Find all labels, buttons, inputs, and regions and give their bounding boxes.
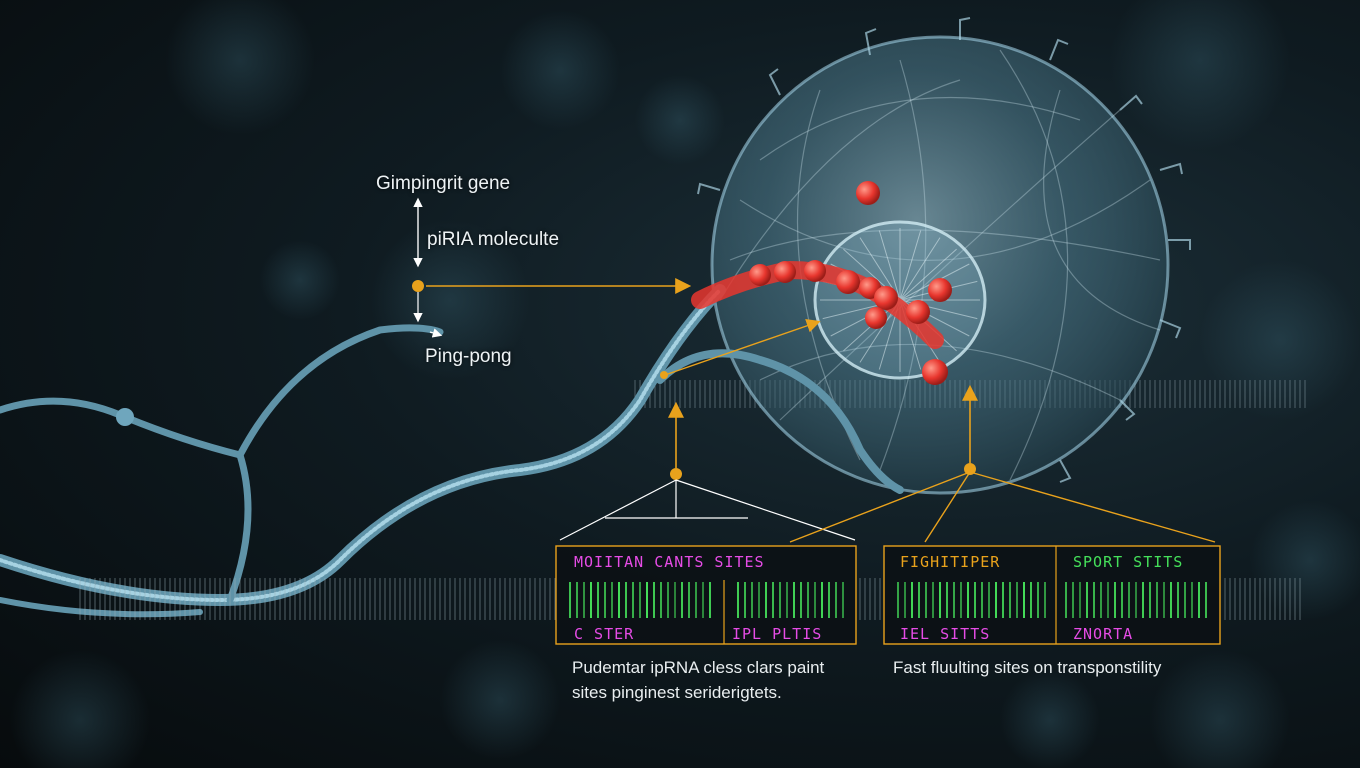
pirna-beads	[691, 181, 952, 385]
left-caption-line1: Pudemtar ipRNA cless clars paint	[572, 658, 825, 677]
pingpong-label: Ping-pong	[425, 346, 512, 367]
right-table-footer-left: IEL SITTS	[900, 625, 991, 643]
lower-barcode	[79, 578, 1301, 620]
right-table-footer-right: ZNORTA	[1073, 625, 1134, 643]
left-caption-line2: sites pinginest seriderigtets.	[572, 683, 782, 702]
gene-label: Gimpingrit gene	[376, 173, 511, 194]
left-table-footer-right: IPL PLTIS	[732, 625, 823, 643]
right-caption: Fast fluulting sites on transponstility	[893, 658, 1162, 677]
annotation-arrows	[412, 197, 1216, 543]
right-table-header-left: FIGHITIPER	[900, 553, 1001, 571]
right-table	[883, 545, 1221, 645]
molecule-label: piRIA moleculte	[427, 229, 560, 250]
left-table	[555, 545, 857, 645]
left-table-footer-left: C STER	[574, 625, 635, 643]
right-table-header-right: SPORT STITS	[1073, 553, 1184, 571]
left-table-header: MOIITAN CANTS SITES	[574, 553, 765, 571]
background-bokeh	[10, 0, 1360, 768]
